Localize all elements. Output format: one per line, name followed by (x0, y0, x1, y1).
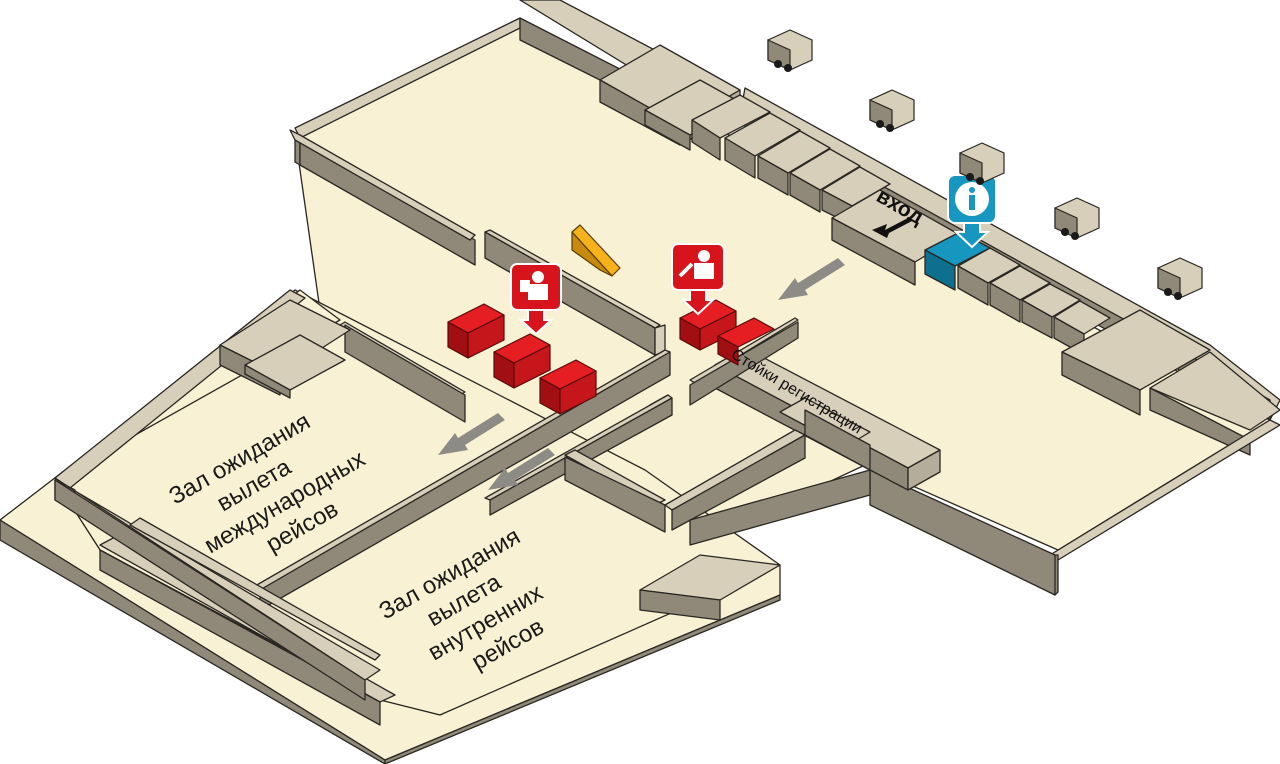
taxi-icon (1157, 257, 1203, 300)
passport-control-icon (671, 243, 725, 316)
passport-control-counters (447, 299, 775, 415)
taxi-icon (869, 89, 915, 132)
arrow-to-checkin (778, 258, 845, 300)
counter-4 (679, 299, 737, 351)
counter-1 (447, 303, 505, 359)
info-icon (947, 174, 997, 249)
taxi-icon (959, 142, 1005, 185)
passport-control-icon (510, 263, 562, 336)
arrow-to-dom-hall (488, 448, 555, 490)
yellow-ramp-marker (571, 224, 621, 277)
counter-2 (493, 333, 551, 389)
taxi-icon (1054, 197, 1100, 240)
direction-arrows (438, 258, 845, 490)
arrow-to-intl-hall (438, 413, 505, 455)
entrance-arrow-icon (872, 218, 912, 238)
counter-5 (717, 317, 775, 366)
counter-3 (539, 359, 597, 415)
taxi-icon (767, 29, 813, 72)
